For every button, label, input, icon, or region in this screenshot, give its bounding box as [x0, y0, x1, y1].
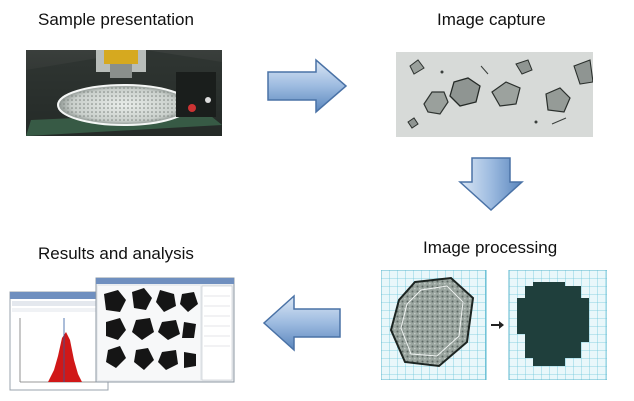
processing-arrow-icon	[491, 321, 504, 329]
label-results-and-analysis: Results and analysis	[38, 244, 194, 263]
label-image-processing: Image processing	[423, 238, 558, 257]
sample-presentation-image	[26, 50, 222, 136]
results-analysis-image	[8, 274, 236, 392]
image-processing-image	[381, 270, 607, 380]
left-arrow-icon	[262, 294, 342, 352]
label-image-capture: Image capture	[437, 10, 546, 29]
label-sample-presentation: Sample presentation	[38, 10, 194, 29]
right-arrow-icon	[266, 58, 348, 114]
image-capture-image	[396, 52, 593, 137]
down-arrow-icon	[458, 156, 524, 212]
